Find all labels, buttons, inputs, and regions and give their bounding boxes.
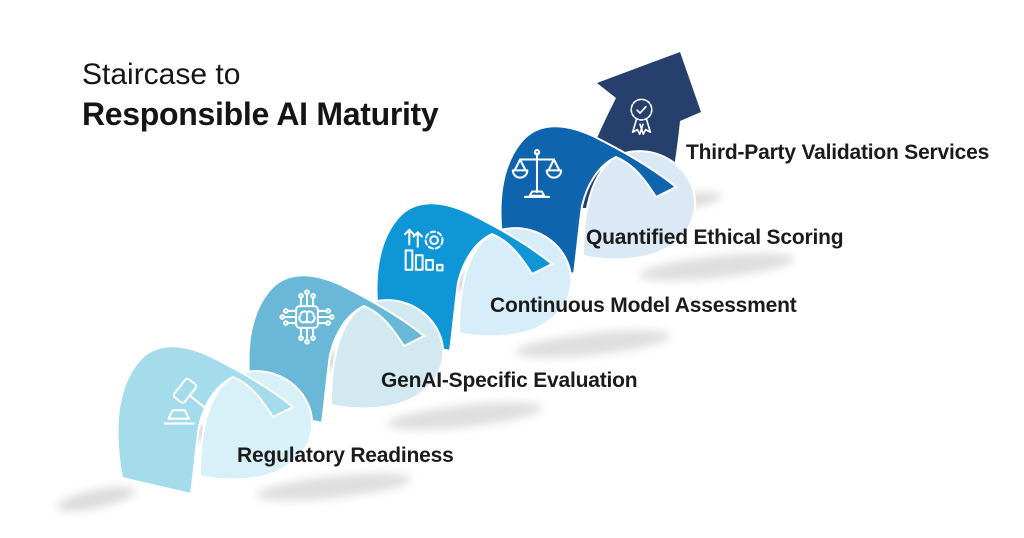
arch-shadow-right [514,324,672,364]
step-2-label: GenAI-Specific Evaluation [381,369,638,392]
step-5-label: Third-Party Validation Services [686,141,990,164]
arch-shadow-right [255,467,413,507]
step-5-icon-holder [618,93,665,146]
step-1-icon-holder [160,374,218,432]
arch-shadow-right [386,396,544,436]
page-title: Staircase to Responsible AI Maturity [82,56,439,134]
step-1-label: Regulatory Readiness [237,444,454,467]
ai-chip-icon [279,289,335,345]
model-assessment-icon [404,228,444,272]
step-2-icon-holder [278,288,336,346]
title-line-1: Staircase to [82,58,241,91]
arch-shadow-left [55,481,137,517]
step-4-icon-holder [508,145,566,203]
step-3-label: Continuous Model Assessment [490,294,797,317]
arch-shadow-right [638,247,796,287]
award-badge-icon [630,98,653,135]
gavel-icon [163,377,211,425]
title-line-2: Responsible AI Maturity [82,96,439,132]
scales-icon [511,149,563,198]
step-4-label: Quantified Ethical Scoring [586,226,844,249]
step-3-icon-holder [396,219,454,276]
